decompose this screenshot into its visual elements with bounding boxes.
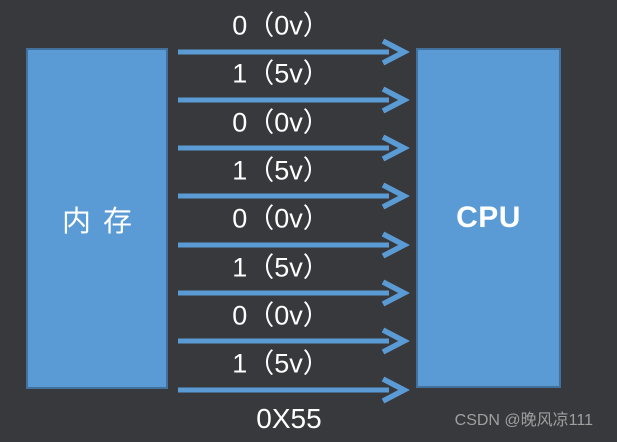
memory-box: 内存 [26,48,168,389]
right-arrow-icon [178,86,410,114]
bit-label: 0（0v） [232,10,330,41]
hex-value-label: 0X55 [256,403,322,434]
cpu-box-label: CPU [456,201,521,234]
bit-label: 1（5v） [232,58,330,89]
right-arrow-icon [178,38,410,65]
watermark: CSDN @晚风凉111 [454,412,593,429]
bit-label: 1（5v） [232,348,330,379]
right-arrow-icon [178,231,410,259]
bit-label: 1（5v） [232,155,330,186]
memory-box-label: 内存 [61,205,144,238]
right-arrow-icon [178,182,410,210]
cpu-box: CPU [416,48,561,388]
right-arrow-icon [178,134,410,162]
bit-label: 0（0v） [232,300,330,331]
right-arrow-icon [178,279,410,307]
right-arrow-icon [178,327,410,355]
bit-label: 0（0v） [232,107,330,138]
bit-label: 0（0v） [232,203,330,234]
right-arrow-icon [178,376,410,404]
bit-label: 1（5v） [232,252,330,282]
